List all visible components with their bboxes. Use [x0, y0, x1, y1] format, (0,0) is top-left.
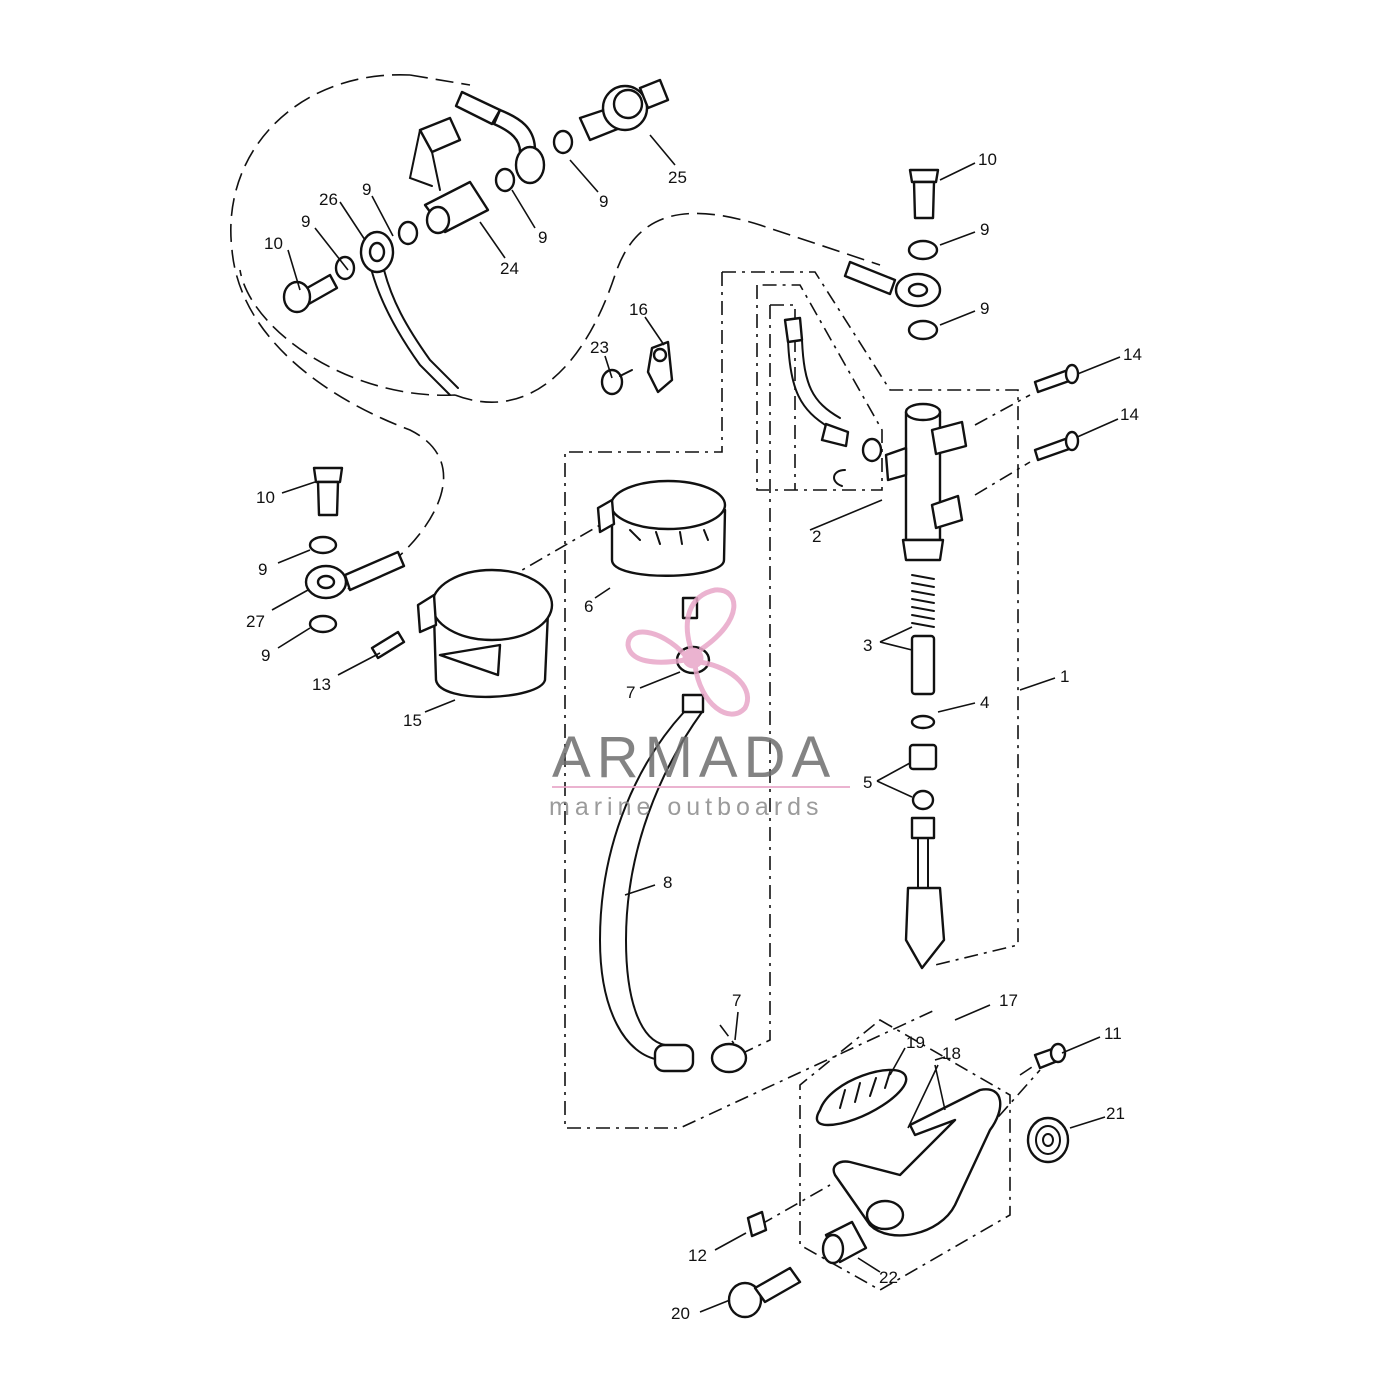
master-cylinder-group-box: [722, 271, 1019, 966]
callout-4: 4: [980, 693, 989, 712]
callout-26: 26: [319, 190, 338, 209]
hose-kit-inner-box: [744, 304, 796, 1053]
part-2-hose: [783, 316, 883, 487]
part-10-banjo-bolt: [312, 466, 344, 517]
part-14-screw: [1033, 363, 1080, 394]
callout-9: 9: [261, 646, 270, 665]
leader-lines-left: [271, 134, 739, 1041]
callout-labels: 25 9 9 9 26 9 10 24 10 9 9 16 23 14 14 2…: [246, 150, 1142, 1323]
callout-20: 20: [671, 1304, 690, 1323]
callout-11: 11: [1104, 1024, 1122, 1043]
part-9-washer: [552, 129, 574, 155]
callout-10: 10: [264, 234, 283, 253]
callout-14: 14: [1123, 345, 1142, 364]
callout-8: 8: [663, 873, 672, 892]
part-4-o-ring: [910, 714, 936, 730]
propeller-logo-icon: [625, 587, 751, 717]
part-11-bolt: [1033, 1042, 1067, 1070]
part-23-screw: [600, 368, 633, 396]
part-9-washer: [907, 239, 939, 261]
part-9-washer: [494, 167, 516, 193]
part-10-banjo-bolt: [908, 168, 940, 220]
callout-6: 6: [584, 597, 593, 616]
callout-12: 12: [688, 1246, 707, 1265]
callout-9: 9: [301, 212, 310, 231]
callout-7: 7: [732, 991, 741, 1010]
watermark-brand: ARMADA: [552, 725, 836, 790]
part-15-reservoir-cover: [416, 568, 554, 699]
watermark-tagline: marine outboards: [549, 793, 824, 821]
callout-15: 15: [403, 711, 422, 730]
part-27-banjo-hose: [304, 550, 406, 600]
callout-21: 21: [1106, 1104, 1125, 1123]
part-1-master-cylinder: [884, 402, 968, 562]
part-9-washer: [308, 535, 338, 555]
callout-18: 18: [942, 1044, 961, 1063]
part-9-washer: [308, 614, 338, 634]
callout-9: 9: [980, 299, 989, 318]
reservoir-group-box: [564, 272, 936, 1129]
callout-10: 10: [978, 150, 997, 169]
callout-9: 9: [258, 560, 267, 579]
callout-22: 22: [879, 1268, 898, 1287]
part-8-reservoir-hose: [598, 693, 705, 1073]
banjo-hose-right: [843, 260, 942, 308]
part-18-brake-pedal: [832, 1088, 1002, 1237]
leader-lines-right: [809, 162, 1121, 798]
callout-25: 25: [668, 168, 687, 187]
part-3-piston-spring: [910, 574, 936, 696]
pushrod: [904, 816, 946, 970]
callout-23: 23: [590, 338, 609, 357]
part-24-union-bracket: [408, 116, 490, 235]
callout-17: 17: [999, 991, 1018, 1010]
callout-7: 7: [626, 683, 635, 702]
callout-13: 13: [312, 675, 331, 694]
part-9-washer: [334, 255, 356, 281]
callout-27: 27: [246, 612, 265, 631]
part-25-pressure-switch: [578, 78, 670, 142]
armada-watermark: ARMADA marine outboards: [549, 587, 850, 821]
brake-hose-upper: [454, 90, 546, 185]
part-16-clamp: [646, 340, 674, 394]
part-22-bushing: [821, 1220, 868, 1265]
part-5-cup-set: [908, 743, 938, 811]
callout-19: 19: [906, 1033, 925, 1052]
callout-9: 9: [538, 228, 547, 247]
callout-5: 5: [863, 773, 872, 792]
callout-14: 14: [1120, 405, 1139, 424]
callout-3: 3: [863, 636, 872, 655]
part-7-hose-clamp: [710, 1042, 748, 1074]
callout-1: 1: [1060, 667, 1069, 686]
callout-10: 10: [256, 488, 275, 507]
part-12-clip: [746, 1210, 768, 1238]
part-9-washer: [397, 220, 419, 246]
part-6-reservoir: [596, 479, 727, 620]
callout-9: 9: [362, 180, 371, 199]
callout-24: 24: [500, 259, 519, 278]
callout-9: 9: [980, 220, 989, 239]
callout-16: 16: [629, 300, 648, 319]
part-19-pedal-rubber: [815, 1068, 908, 1127]
part-9-washer: [907, 319, 939, 341]
hose-kit-box: [756, 284, 883, 491]
part-26-banjo-hose: [359, 230, 459, 396]
callout-2: 2: [812, 527, 821, 546]
callout-9: 9: [599, 192, 608, 211]
part-14-screw: [1033, 430, 1080, 462]
part-21-return-spring: [1026, 1116, 1070, 1164]
part-20-pivot-bolt: [727, 1266, 802, 1319]
pedal-group-box: [799, 1019, 1011, 1291]
leader-lines-pedal: [699, 1004, 1106, 1313]
part-10-banjo-bolt: [282, 273, 339, 314]
